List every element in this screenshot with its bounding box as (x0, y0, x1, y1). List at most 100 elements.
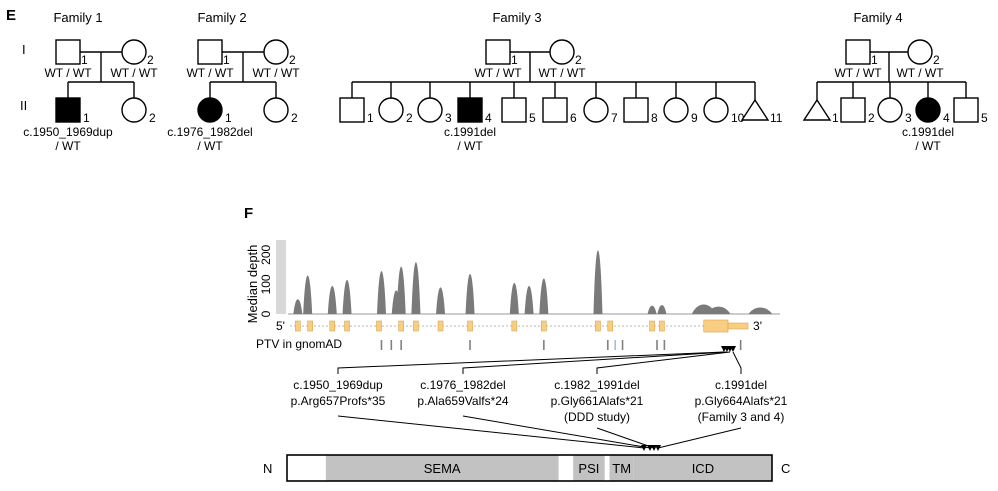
family-title: Family 1 (53, 10, 102, 25)
variant-protein: p.Gly664Alafs*21 (695, 394, 788, 408)
connector-protein-1 (337, 415, 645, 449)
variant-protein: p.Ala659Valfs*24 (417, 394, 509, 408)
individual-number: 1 (511, 53, 518, 67)
variant-cdna: c.1991del (715, 378, 767, 392)
individual-number: 10 (731, 111, 745, 125)
exon-5 (376, 320, 382, 332)
parent-2-female-symbol (121, 39, 147, 65)
exon-14 (649, 320, 655, 332)
coverage-ytick-label: 100 (259, 274, 273, 294)
coverage-ytick-label: 200 (259, 244, 273, 264)
child-3-female-symbol (417, 97, 443, 123)
genotype-label: WT / WT (252, 66, 300, 80)
individual-number: 6 (570, 111, 577, 125)
child-5-male-symbol (501, 97, 527, 123)
genotype-label: WT / WT (834, 66, 882, 80)
individual-number: 7 (611, 111, 618, 125)
coverage-peak-5 (376, 271, 386, 314)
individual-number: 2 (147, 53, 154, 67)
exon-1 (295, 320, 301, 332)
coverage-peak-8 (411, 262, 421, 314)
child-6-male-symbol (542, 97, 568, 123)
coverage-peak-14 (593, 250, 603, 314)
coverage-peak-9 (436, 287, 446, 314)
coverage-peak-12 (524, 285, 534, 314)
individual-number: 1 (871, 53, 878, 67)
domain-label-psi: PSI (578, 461, 599, 476)
gene-model: 5'3' (276, 319, 762, 333)
individual-number: 2 (149, 111, 156, 125)
individual-number: 4 (943, 111, 950, 125)
child-11-unknown-sex-symbol (740, 98, 770, 121)
connector-protein-2 (462, 415, 651, 449)
connector-gene-3 (596, 351, 731, 374)
variant-cdna: c.1982_1991del (554, 378, 639, 392)
variant-genotype-line2: / WT (457, 139, 483, 153)
exon-9 (467, 320, 473, 332)
parent-2-female-symbol (263, 39, 289, 65)
child-4-male-symbol (457, 97, 483, 123)
individual-number: 2 (406, 111, 413, 125)
exon-3 (329, 320, 336, 332)
domain-icd (633, 455, 772, 481)
variant-cdna: c.1950_1969dup (293, 378, 383, 392)
exon-6 (398, 320, 404, 332)
individual-number: 11 (770, 111, 783, 125)
parent-1-male-symbol (197, 39, 223, 65)
coverage-peak-4 (342, 279, 352, 314)
coverage-peak-3 (327, 285, 337, 314)
variant-genotype-line2: / WT (55, 139, 81, 153)
coverage-peak-11 (509, 282, 519, 314)
family-title: Family 4 (853, 10, 902, 25)
variant-marker-protein-3 (651, 445, 657, 451)
coverage-peak-15 (647, 305, 657, 314)
child-3-female-symbol (877, 97, 903, 123)
genotype-label: WT / WT (896, 66, 944, 80)
variant-marker-protein-4 (655, 445, 661, 451)
child-2-female-symbol (263, 97, 289, 123)
child-2-female-symbol (121, 97, 147, 123)
individual-number: 1 (81, 53, 88, 67)
individual-number: 2 (289, 53, 296, 67)
variant-note: (Family 3 and 4) (698, 410, 785, 424)
last-exon (703, 319, 729, 333)
individual-number: 5 (981, 111, 988, 125)
panel-f-label: F (244, 205, 253, 222)
variant-marker-gene-4 (730, 346, 736, 352)
family-title: Family 3 (492, 10, 541, 25)
connector-protein-3 (596, 427, 655, 449)
domain-label-icd: ICD (692, 461, 714, 476)
individual-number: 1 (223, 53, 230, 67)
variant-genotype-line1: c.1950_1969dup (23, 125, 113, 139)
child-1-unknown-sex-symbol (802, 98, 832, 121)
child-1-female-symbol (197, 97, 223, 123)
variant-annotations: c.1950_1969dupp.Arg657Profs*35c.1976_198… (291, 346, 788, 451)
coverage-axis-band (276, 240, 286, 314)
coverage-peak-16 (657, 305, 667, 314)
individual-number: 2 (933, 53, 940, 67)
ptv-track: PTV in gnomAD (256, 337, 742, 351)
generation-label-i: I (22, 42, 26, 57)
genotype-label: WT / WT (538, 66, 586, 80)
c-terminus-label: C (781, 461, 790, 476)
coverage-peak-13 (539, 278, 549, 314)
genotype-label: WT / WT (110, 66, 158, 80)
child-10-female-symbol (703, 97, 729, 123)
child-1-male-symbol (339, 97, 365, 123)
variant-genotype-line1: c.1991del (444, 125, 496, 139)
coverage-peak-7 (396, 266, 406, 314)
individual-number: 3 (445, 111, 452, 125)
child-2-male-symbol (840, 97, 866, 123)
exon-4 (344, 320, 350, 332)
coverage-peak-18 (706, 306, 731, 314)
coverage-peak-1 (293, 299, 303, 314)
three-prime-utr (727, 322, 749, 330)
genotype-label: WT / WT (474, 66, 522, 80)
connector-protein-4 (657, 427, 742, 449)
variant-protein: p.Arg657Profs*35 (291, 394, 386, 408)
